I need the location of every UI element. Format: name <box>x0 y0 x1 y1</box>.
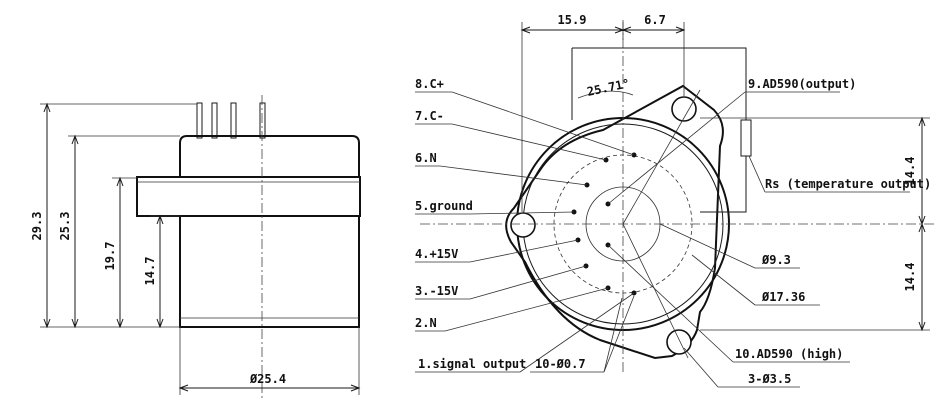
flange-outline <box>505 84 724 360</box>
dim-diameter: Ø25.4 <box>249 372 286 386</box>
mount-hole-top <box>671 96 697 122</box>
side-pin <box>211 102 218 139</box>
pin-label-2: 2.N <box>415 316 437 330</box>
side-pin <box>196 102 203 139</box>
pin-label-6: 6.N <box>415 151 437 165</box>
pin-label-1: 1.signal output <box>418 357 526 371</box>
pin-label-8: 8.C+ <box>415 77 444 91</box>
dim-pin-holes: 10-Ø0.7 <box>535 357 586 371</box>
pin-label-7: 7.C- <box>415 109 444 123</box>
dim-inner-diameter: Ø9.3 <box>761 253 791 267</box>
angle-arc <box>577 90 634 99</box>
dim-height-total: 29.3 <box>30 212 44 241</box>
resistor-frame <box>571 47 747 213</box>
dim-height-lower: 14.7 <box>143 257 157 286</box>
side-body-top <box>179 135 360 178</box>
dim-right-upper: 14.4 <box>903 157 917 186</box>
pin-label-4: 4.+15V <box>415 247 458 261</box>
pin-label-5: 5.ground <box>415 199 473 213</box>
front-view: 15.9 6.7 Rs (temperature output) 25.71° … <box>415 13 935 388</box>
dim-height-body: 25.3 <box>58 212 72 241</box>
side-pin <box>259 102 266 139</box>
resistor-rs <box>740 119 752 157</box>
pin-label-10: 10.AD590 (high) <box>735 347 843 361</box>
dim-mount-holes: 3-Ø3.5 <box>748 372 791 386</box>
pin-label-9: 9.AD590(output) <box>748 77 856 91</box>
dim-height-flange: 19.7 <box>103 242 117 271</box>
dim-right-lower: 14.4 <box>903 263 917 292</box>
dim-top-right: 6.7 <box>644 13 666 27</box>
dim-pin-circle: Ø17.36 <box>761 290 805 304</box>
mount-hole-bottom <box>666 329 692 355</box>
pin-label-3: 3.-15V <box>415 284 458 298</box>
side-pin <box>230 102 237 139</box>
side-flange <box>136 176 361 217</box>
resistor-label: Rs (temperature output) <box>765 177 931 191</box>
side-view: 29.3 25.3 19.7 14.7 Ø25.4 <box>30 95 361 400</box>
side-body-bottom <box>179 216 360 328</box>
dim-angle: 25.71° <box>586 76 631 99</box>
mount-hole-left <box>510 212 536 238</box>
dim-top-left: 15.9 <box>558 13 587 27</box>
